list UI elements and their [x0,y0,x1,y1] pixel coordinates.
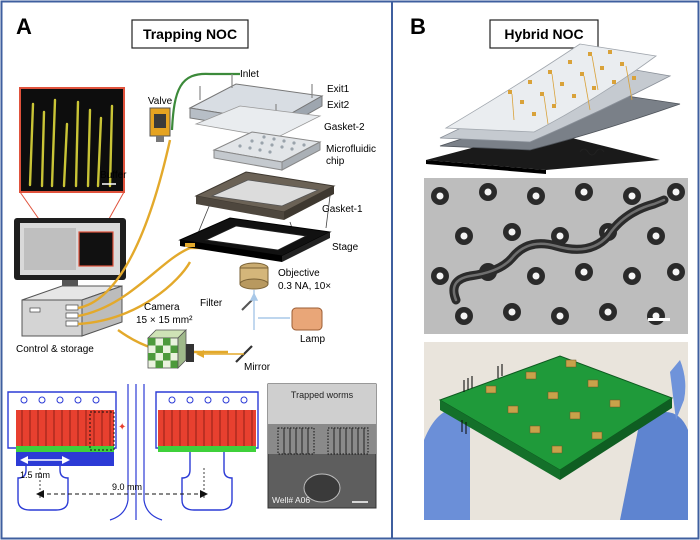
label-inlet: Inlet [240,69,259,80]
label-camera: Camera [144,302,180,313]
worm-pillar-micrograph [424,178,688,334]
light-path [249,290,290,330]
label-exit2: Exit2 [327,100,350,111]
glove-right [620,412,688,520]
label-buffer: Buffer [100,170,127,181]
label-dim-small: 1.5 mm [20,470,50,480]
pcb-photo [424,342,688,520]
objective-lens [239,262,269,290]
lamp-icon [291,307,323,331]
stage [178,217,332,262]
label-gasket-2: Gasket-2 [324,122,365,133]
label-microfluidic: Microfluidic [326,144,376,155]
inlet-tube [170,72,240,131]
label-well: Well# A06 [272,495,310,505]
label-objective: Objective [278,268,320,279]
label-trapped-worms: Trapped worms [291,390,354,400]
panel-b-title: Hybrid NOC [504,26,583,42]
camera-icon [147,329,194,369]
valve-icon [149,107,171,142]
panel-a-title-box [131,19,249,49]
label-mirror: Mirror [244,362,271,373]
filter-icon [241,299,253,311]
microfluidic-chip [212,131,322,171]
label-control-storage: Control & storage [16,344,94,355]
panel-a: A Trapping NOC [7,14,377,521]
label-stage: Stage [332,242,359,253]
label-dim-large: 9.0 mm [112,482,142,492]
panel-b-title-box [489,19,599,49]
label-exit1: Exit1 [327,84,350,95]
panel-b-letter: B [410,14,426,39]
label-filter: Filter [200,298,223,309]
scale-bar [648,318,670,321]
label-camera-spec: 15 × 15 mm² [136,315,193,326]
gasket-1 [194,171,336,220]
label-gasket-1: Gasket-1 [322,204,363,215]
panel-a-title: Trapping NOC [143,26,237,42]
svg-text:✦: ✦ [118,422,126,433]
label-valve: Valve [148,96,173,107]
panel-a-letter: A [16,14,32,39]
hybrid-device-exploded-view [426,43,681,174]
device-schematic: ✦ [7,384,259,521]
trapped-worms-micrograph [267,383,377,509]
label-lamp: Lamp [300,334,325,345]
return-beam-arrow [196,350,204,358]
label-chip: chip [326,156,345,167]
worm-micrograph-inset [19,87,125,193]
panel-b: B Hybrid NOC [410,14,688,520]
glove-left [424,408,470,520]
monitor-icon [14,218,126,294]
label-objective-spec: 0.3 NA, 10× [278,281,331,292]
